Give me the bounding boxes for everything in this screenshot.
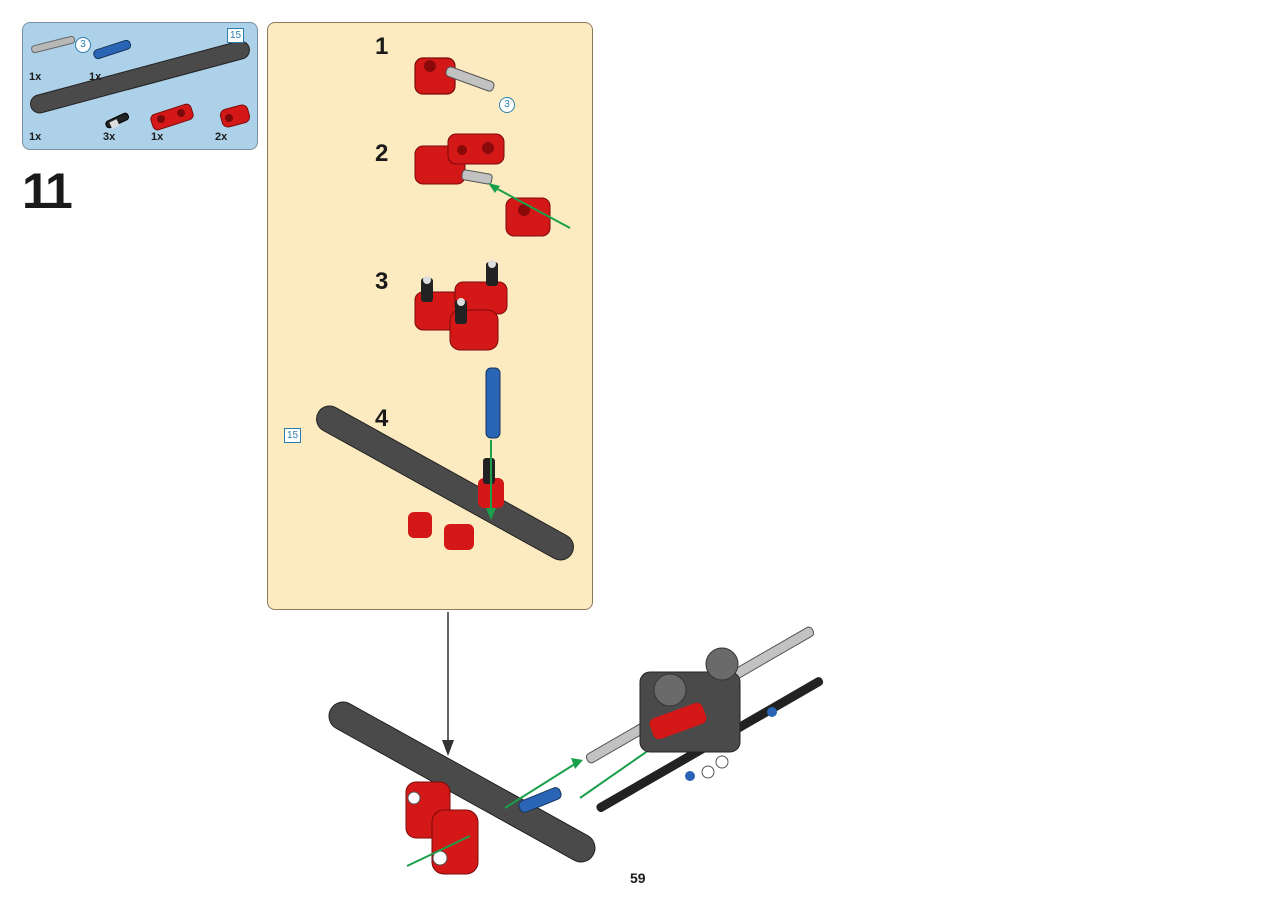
substep-4-illustration [316, 367, 574, 561]
black-pin-part [105, 112, 130, 129]
step-number: 11 [22, 163, 73, 219]
blue-pin-part [93, 39, 132, 60]
quantity-blue-pin: 1x [89, 71, 102, 83]
substep-1-length-callout: 3 [499, 97, 515, 113]
quantity-red-connector-small: 2x [215, 131, 228, 143]
parts-list-graphics [30, 35, 251, 131]
beam-part [30, 40, 250, 114]
substep-2-illustration [414, 133, 571, 237]
quantity-beam: 1x [29, 131, 42, 143]
substep-2-number: 2 [375, 140, 389, 167]
parts-list-panel: 3 15 1x 1x 1x 3x 1x 2x [22, 22, 258, 150]
substep-1-illustration [414, 57, 495, 95]
substep-3-number: 3 [375, 268, 389, 295]
page-number: 59 [630, 870, 646, 886]
quantity-black-pin: 3x [103, 131, 116, 143]
substep-4-number: 4 [375, 405, 389, 432]
substep-3-illustration [414, 260, 508, 351]
quantity-axle: 1x [29, 71, 42, 83]
length-callout-axle: 3 [75, 37, 91, 53]
length-callout-beam: 15 [227, 28, 244, 43]
axle-part [31, 35, 76, 54]
red-connector-small-part [219, 104, 251, 128]
placement-arrow [442, 612, 454, 756]
red-connector-large-part [150, 103, 194, 131]
final-assembly-illustration [328, 626, 824, 875]
substep-1-number: 1 [375, 33, 389, 60]
substep-4-length-callout: 15 [284, 428, 301, 443]
quantity-red-connector-large: 1x [151, 131, 164, 143]
